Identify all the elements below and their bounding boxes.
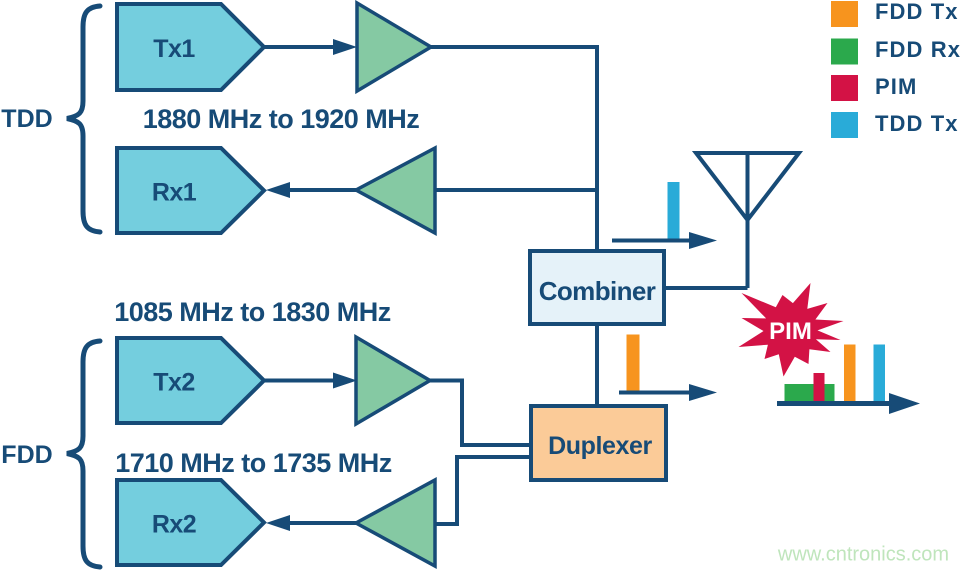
svg-text:TDD Tx: TDD Tx xyxy=(875,111,959,136)
svg-text:Tx1: Tx1 xyxy=(153,35,195,63)
svg-text:FDD Rx: FDD Rx xyxy=(875,37,961,62)
svg-text:Rx1: Rx1 xyxy=(152,179,197,207)
svg-text:FDD: FDD xyxy=(1,441,52,469)
svg-text:1710 MHz to 1735 MHz: 1710 MHz to 1735 MHz xyxy=(115,448,392,478)
svg-text:Rx2: Rx2 xyxy=(152,511,196,539)
svg-text:Duplexer: Duplexer xyxy=(548,432,652,460)
svg-text:PIM: PIM xyxy=(875,74,917,99)
svg-text:1880 MHz to 1920 MHz: 1880 MHz to 1920 MHz xyxy=(143,104,420,134)
svg-text:Combiner: Combiner xyxy=(539,276,656,306)
svg-text:PIM: PIM xyxy=(769,318,812,345)
svg-text:1085 MHz to 1830 MHz: 1085 MHz to 1830 MHz xyxy=(114,297,391,327)
svg-text:www.cntronics.com: www.cntronics.com xyxy=(777,544,949,566)
svg-text:Tx2: Tx2 xyxy=(153,369,195,397)
svg-text:FDD Tx: FDD Tx xyxy=(875,0,959,24)
svg-text:TDD: TDD xyxy=(1,105,52,133)
